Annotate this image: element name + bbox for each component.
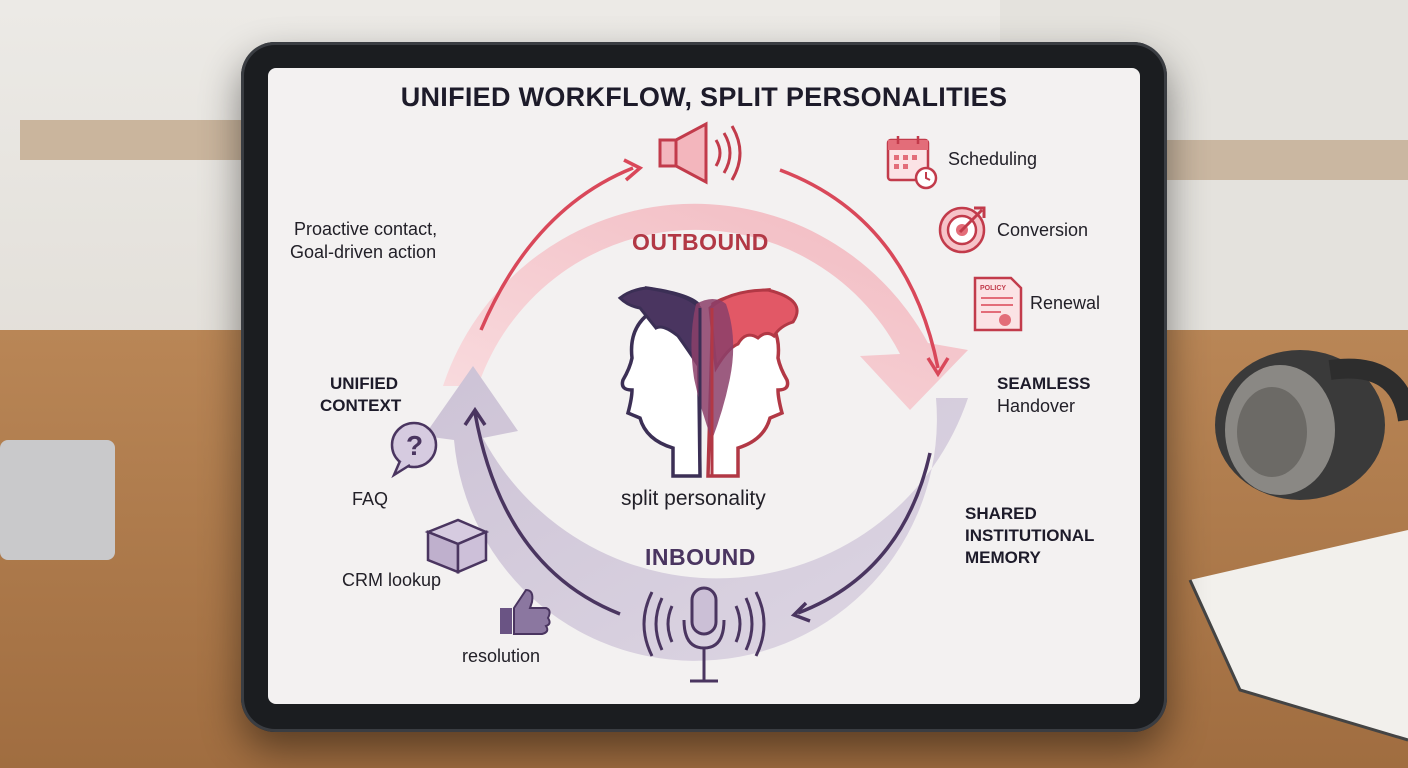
memory-line1: SHARED <box>965 503 1037 525</box>
calendar-icon <box>888 136 936 188</box>
box-icon <box>428 520 486 572</box>
policy-badge-text: POLICY <box>980 285 1006 292</box>
outbound-item-scheduling: Scheduling <box>948 148 1037 170</box>
target-icon <box>940 208 984 252</box>
inbound-item-crm-lookup: CRM lookup <box>342 569 441 591</box>
unified-context-line1: UNIFIED <box>330 373 398 395</box>
seamless-line2: Handover <box>997 395 1075 417</box>
seamless-line1: SEAMLESS <box>997 373 1091 395</box>
page-title: UNIFIED WORKFLOW, SPLIT PERSONALITIES <box>268 82 1140 113</box>
center-caption: split personality <box>621 488 766 510</box>
laptop-edge <box>0 440 115 560</box>
memory-line2: INSTITUTIONAL <box>965 525 1094 547</box>
split-heads-icon <box>620 288 797 476</box>
outbound-item-renewal: Renewal <box>1030 292 1100 314</box>
policy-document-icon: POLICY <box>975 278 1021 330</box>
svg-text:?: ? <box>406 430 423 461</box>
speaker-icon <box>660 124 740 182</box>
outbound-description-line1: Proactive contact, <box>294 218 437 240</box>
inbound-item-faq: FAQ <box>352 488 388 510</box>
outbound-description-line2: Goal-driven action <box>290 241 436 263</box>
tablet-screen: POLICY ? UNIFIED WORKFLOW, SPLIT PERSONA… <box>268 68 1140 704</box>
inbound-label: INBOUND <box>645 544 756 571</box>
inbound-item-resolution: resolution <box>462 645 540 667</box>
question-bubble-icon: ? <box>392 423 436 475</box>
outbound-label: OUTBOUND <box>632 229 769 256</box>
memory-line3: MEMORY <box>965 547 1041 569</box>
unified-context-line2: CONTEXT <box>320 395 401 417</box>
outbound-item-conversion: Conversion <box>997 219 1088 241</box>
